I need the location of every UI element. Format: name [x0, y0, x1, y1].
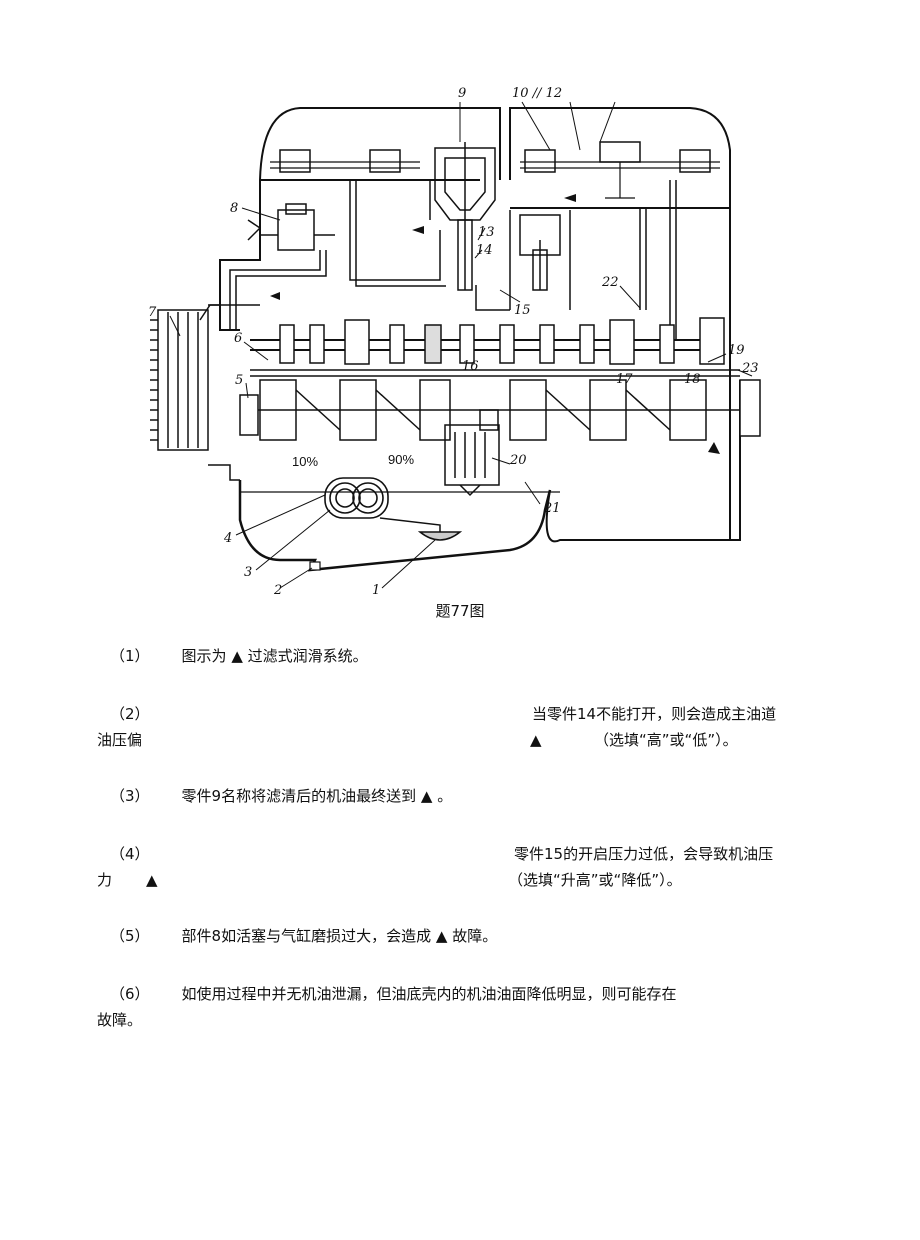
rocker-right-2 [679, 149, 711, 173]
head-lower-outline [219, 180, 261, 331]
figure-caption: 题77图 [435, 602, 485, 620]
q6-line1: 如使用过程中并无机油泄漏，但油底壳内的机油油面降低明显，则可能存在 [181, 985, 677, 1003]
lubrication-system-diagram: 9 10 // 12 8 7 6 5 4 3 2 1 13 14 15 16 1… [140, 80, 780, 600]
q2-line2-end: （选填“高”或“低”）。 [594, 731, 738, 749]
question-1: （1） 图示为 ▲ 过滤式润滑系统。 [110, 643, 368, 669]
question-6: （6） 如使用过程中并无机油泄漏，但油底壳内的机油油面降低明显，则可能存在 [110, 981, 677, 1007]
q4-number: （4） [110, 845, 150, 863]
label-14: 14 [476, 243, 493, 258]
label-10-12: 10 // 12 [512, 86, 562, 101]
flywheel [739, 379, 761, 437]
label-21: 21 [543, 501, 561, 516]
q4-blank: ▲ [146, 871, 158, 889]
label-7: 7 [148, 305, 157, 320]
q1-text-before: 图示为 [181, 647, 227, 665]
label-1: 1 [372, 583, 380, 598]
q2-blank: ▲ [530, 731, 542, 749]
q2-number: （2） [110, 705, 150, 723]
q1-blank: ▲ [231, 647, 243, 665]
label-5: 5 [235, 373, 243, 388]
label-18: 18 [684, 372, 701, 387]
label-16: 16 [462, 359, 479, 374]
filter-9-housing [434, 147, 496, 221]
valve-rocker-center [599, 141, 641, 163]
main-oil-line-1 [229, 250, 321, 330]
label-3: 3 [244, 565, 252, 580]
label-15: 15 [514, 303, 531, 318]
label-4: 4 [223, 531, 232, 546]
question-5: （5） 部件8如活塞与气缸磨损过大，会造成 ▲ 故障。 [110, 923, 497, 949]
label-8: 8 [230, 201, 238, 216]
pump-gear-left [329, 482, 361, 514]
q4-line2-end: （选填“升高”或“降低”）。 [508, 871, 682, 889]
pump-gear-right [352, 482, 384, 514]
q4-line1: 零件15的开启压力过低，会导致机油压 [514, 845, 774, 863]
q5-blank: ▲ [435, 927, 448, 945]
q3-number: （3） [110, 787, 150, 805]
q1-text-after: 过滤式润滑系统。 [247, 647, 368, 665]
q4-line2-start: 力 [97, 871, 113, 889]
label-9: 9 [458, 86, 466, 101]
strainer-1 [417, 531, 463, 541]
label-22: 22 [601, 275, 619, 290]
q2-line1: 当零件14不能打开，则会造成主油道 [532, 705, 777, 723]
q6-line2: 故障。 [97, 1011, 143, 1029]
drain-plug-2 [309, 561, 321, 571]
filter-20 [444, 424, 500, 486]
part-8 [277, 209, 315, 251]
label-17: 17 [616, 372, 633, 387]
engine-outline [259, 107, 731, 543]
q5-number: （5） [110, 927, 150, 945]
label-19: 19 [728, 343, 745, 358]
label-23: 23 [741, 361, 759, 376]
oil-pan [238, 480, 552, 572]
oil-cooler-7 [157, 309, 209, 451]
label-13: 13 [478, 225, 495, 240]
q3-text-before: 零件9名称将滤清后的机油最终送到 [181, 787, 417, 805]
rocker-left-1 [279, 149, 311, 173]
q3-text-after: 。 [437, 787, 453, 805]
label-20: 20 [509, 453, 527, 468]
label-90-percent: 90% [388, 452, 414, 467]
label-2: 2 [273, 583, 282, 598]
q5-text-after: 故障。 [452, 927, 498, 945]
rocker-left-2 [369, 149, 401, 173]
label-6: 6 [234, 331, 242, 346]
q6-number: （6） [110, 985, 150, 1003]
q5-text-before: 部件8如活塞与气缸磨损过大，会造成 [181, 927, 432, 945]
question-3: （3） 零件9名称将滤清后的机油最终送到 ▲ 。 [110, 783, 452, 809]
engine-lubrication-drawing: 9 10 // 12 8 7 6 5 4 3 2 1 13 14 15 16 1… [148, 86, 761, 598]
q3-blank: ▲ [420, 787, 433, 805]
label-10-percent: 10% [292, 454, 318, 469]
q2-line2-start: 油压偏 [97, 731, 143, 749]
rocker-right-1 [524, 149, 556, 173]
part-5 [239, 394, 259, 436]
q1-number: （1） [110, 647, 150, 665]
